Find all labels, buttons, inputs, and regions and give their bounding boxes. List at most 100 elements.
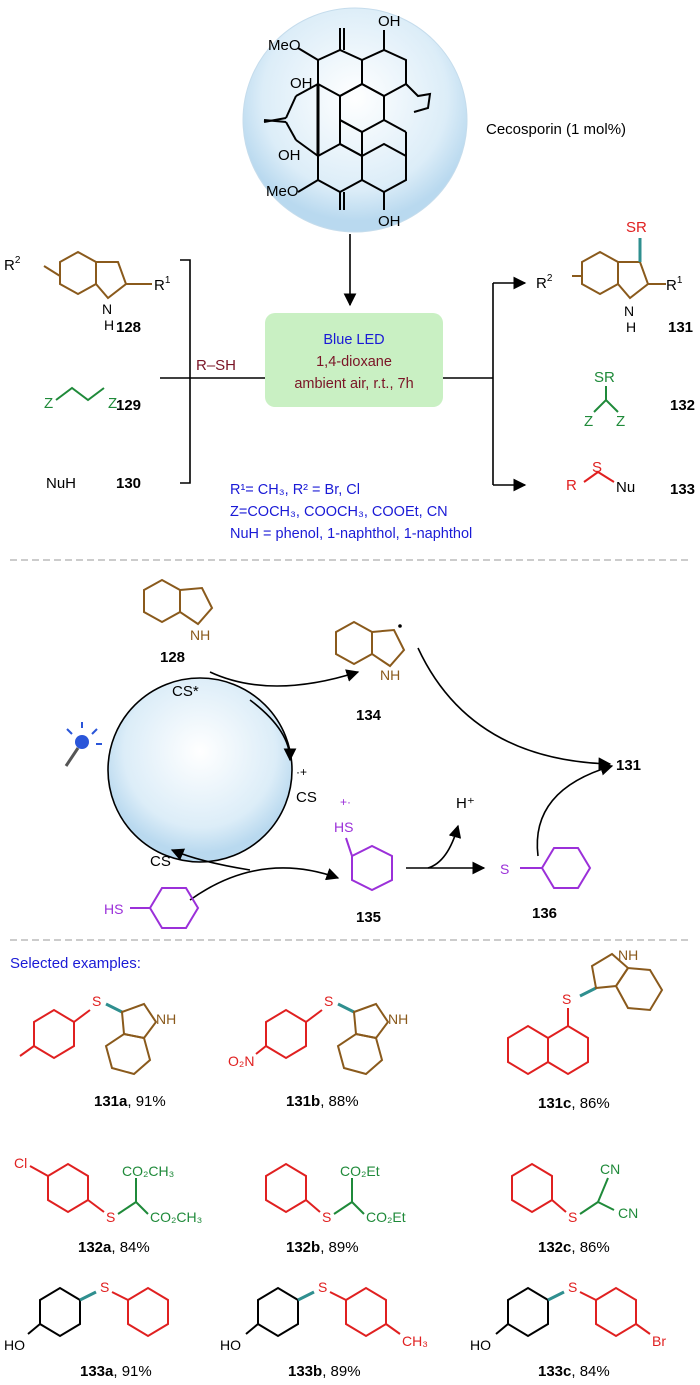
example-132a: Cl S CO₂CH₃ CO₂CH₃ 132a, 84% — [14, 1155, 202, 1256]
product-133-r: R — [566, 477, 577, 494]
catalyst-sphere — [242, 7, 468, 233]
photocatalyst-cycle — [107, 677, 293, 863]
example-131a: S NH 131a, 91% — [19, 993, 176, 1110]
product-131-sr: SR — [626, 219, 647, 236]
arrow-proton-loss — [427, 824, 462, 869]
reactant-128-h: H — [104, 317, 114, 333]
arrow-134-to-131 — [417, 647, 612, 771]
example-131c: S NH 131c, 86% — [507, 947, 664, 1112]
example-133b: HO S CH₃ 133b, 89% — [220, 1279, 428, 1380]
catalyst-structure: MeO OH OH OH MeO OH Cecosporin (1 mol%) — [242, 7, 626, 233]
condition-light: Blue LED — [323, 332, 384, 348]
condition-solvent: 1,4-dioxane — [316, 354, 392, 370]
mech-131-id: 131 — [616, 757, 641, 774]
reactant-130-id: 130 — [116, 475, 141, 492]
example-132a-ester-top: CO₂CH₃ — [122, 1163, 174, 1179]
reagent-thiol: R–SH — [196, 357, 236, 374]
product-131-h: H — [626, 319, 636, 335]
reactant-128-r2: R2 — [4, 255, 21, 274]
example-133b-ho: HO — [220, 1337, 241, 1353]
example-131a-label: 131a, 91% — [94, 1093, 166, 1110]
product-132-z-right: Z — [616, 413, 625, 430]
product-132: SR Z Z 132 — [584, 369, 695, 430]
example-132a-s: S — [106, 1209, 115, 1225]
example-133c-br: Br — [652, 1333, 666, 1349]
example-132c-cn-bottom: CN — [618, 1205, 638, 1221]
mech-thiophenol: HS — [104, 901, 123, 917]
mech-135-charge: +· — [340, 795, 351, 809]
example-133c-label: 133c, 84% — [538, 1363, 610, 1380]
reactant-129-z-right: Z — [108, 395, 117, 412]
reactant-bracket — [160, 259, 493, 484]
reactant-129: Z Z 129 — [44, 386, 141, 414]
example-133b-ch3: CH₃ — [402, 1333, 428, 1349]
reactant-130-formula: NuH — [46, 475, 76, 492]
reactant-128-r1: R1 — [154, 275, 171, 294]
example-132b-label: 132b, 89% — [286, 1239, 359, 1256]
product-131-id: 131 — [668, 319, 693, 336]
mech-135-id: 135 — [356, 909, 381, 926]
scope-z-groups: Z=COCH₃, COOCH₃, COOEt, CN — [230, 504, 448, 520]
mech-134-nh: NH — [380, 667, 400, 683]
mech-cs-ground: CS — [150, 853, 171, 870]
example-132c-label: 132c, 86% — [538, 1239, 610, 1256]
mech-128-id: 128 — [160, 649, 185, 666]
product-133-s: S — [592, 459, 602, 476]
product-133-nu: Nu — [616, 479, 635, 496]
catalyst-oh-side-upper: OH — [290, 75, 313, 92]
example-131c-nh: NH — [618, 947, 638, 963]
mech-136-id: 136 — [532, 905, 557, 922]
example-133c: HO S Br 133c, 84% — [470, 1279, 666, 1380]
blue-led-icon — [64, 722, 102, 767]
example-131b-label: 131b, 88% — [286, 1093, 359, 1110]
mech-proton: H⁺ — [456, 795, 475, 812]
example-132c-s: S — [568, 1209, 577, 1225]
arrow-128-to-134 — [209, 669, 360, 687]
reactant-129-z-left: Z — [44, 395, 53, 412]
example-133a-ho: HO — [4, 1337, 25, 1353]
example-131a-s: S — [92, 993, 101, 1009]
example-131b-nh: NH — [388, 1011, 408, 1027]
example-132b: S CO₂Et CO₂Et 132b, 89% — [265, 1162, 406, 1256]
example-132b-ester-top: CO₂Et — [340, 1163, 380, 1179]
example-133a-s: S — [100, 1279, 109, 1295]
example-131c-label: 131c, 86% — [538, 1095, 610, 1112]
reactant-128: R2 R1 N H 128 — [4, 250, 171, 336]
example-132a-label: 132a, 84% — [78, 1239, 150, 1256]
arrow-cycle-oxidation — [249, 699, 297, 762]
scope-r-groups: R¹= CH₃, R² = Br, Cl — [230, 482, 360, 498]
arrow-136-to-131 — [536, 763, 614, 857]
product-131-r2: R2 — [536, 273, 553, 292]
product-132-id: 132 — [670, 397, 695, 414]
catalyst-name: Cecosporin (1 mol%) — [486, 121, 626, 138]
reactant-130: NuH 130 — [46, 475, 141, 492]
reactant-128-n: N — [102, 301, 112, 317]
product-133: R S Nu 133 — [566, 459, 695, 498]
example-131a-nh: NH — [156, 1011, 176, 1027]
example-133c-ho: HO — [470, 1337, 491, 1353]
product-132-sr: SR — [594, 369, 615, 386]
example-131b: O₂N S NH 131b, 88% — [228, 993, 408, 1110]
mech-136-s: S — [500, 861, 509, 877]
example-131c-s: S — [562, 991, 571, 1007]
mech-134-id: 134 — [356, 707, 382, 724]
product-fork — [492, 276, 527, 492]
example-133b-label: 133b, 89% — [288, 1363, 361, 1380]
product-131-n: N — [624, 303, 634, 319]
example-131b-s: S — [324, 993, 333, 1009]
product-132-z-left: Z — [584, 413, 593, 430]
reactant-128-id: 128 — [116, 319, 141, 336]
example-133a: HO S 133a, 91% — [4, 1279, 169, 1380]
catalyst-oh-top: OH — [378, 13, 401, 30]
example-132c-cn-top: CN — [600, 1161, 620, 1177]
mech-cs-radical-cation: CS — [296, 789, 317, 806]
catalyst-skeleton — [263, 28, 432, 210]
catalyst-meo-bottom: MeO — [266, 183, 299, 200]
example-133a-label: 133a, 91% — [80, 1363, 152, 1380]
example-132b-s: S — [322, 1209, 331, 1225]
catalyst-oh-bottom: OH — [378, 213, 401, 230]
catalyst-oh-side-lower: OH — [278, 147, 301, 164]
example-132b-ester-bottom: CO₂Et — [366, 1209, 406, 1225]
mechanism: NH 128 CS* CS ·+ CS NH — [64, 578, 641, 929]
conditions-box: Blue LED 1,4-dioxane ambient air, r.t., … — [265, 313, 443, 407]
